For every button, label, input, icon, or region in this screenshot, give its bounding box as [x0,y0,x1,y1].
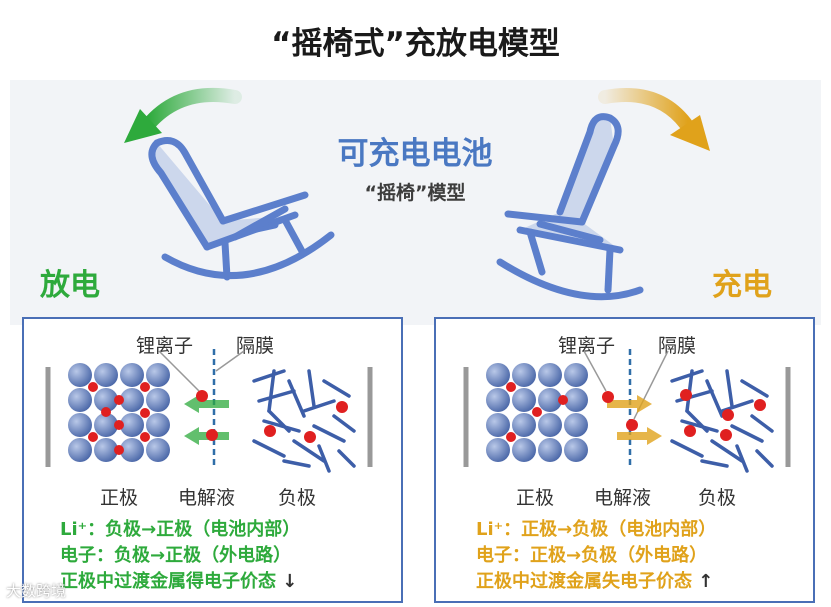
anode-graphite-stick [727,371,732,406]
cathode-sphere [68,388,92,412]
cathode-label: 正极 [100,483,138,510]
cathode-sphere [486,363,510,387]
anode-graphite-stick [672,371,702,381]
valence-change-label: 正极中过渡金属得电子价态 [60,571,276,592]
anode-graphite-stick [732,426,762,441]
lithium-ion [140,382,150,392]
valence-change-label: 正极中过渡金属失电子价态 [476,571,692,592]
electrolyte-label: 电解液 [594,483,651,510]
cathode-sphere [486,438,510,462]
lithium-ion [114,445,124,455]
lithium-ion [101,407,111,417]
anode-graphite-stick [284,461,309,466]
anode-graphite-stick [309,371,314,406]
center-main-label: 可充电电池 [250,128,580,173]
cathode-sphere [486,413,510,437]
cathode-sphere [512,438,536,462]
lithium-ion [506,382,516,392]
electrolyte-label: 电解液 [178,483,235,510]
cathode-sphere [146,413,170,437]
cathode-sphere [538,438,562,462]
anode-graphite-stick [752,416,772,431]
anode-graphite-stick [254,441,284,456]
cathode-sphere [146,438,170,462]
anode-label: 负极 [698,483,736,510]
cathode-sphere [512,388,536,412]
page-title: “摇椅式”充放电模型 [0,18,831,63]
cathode-sphere [564,438,588,462]
cathode-sphere [538,363,562,387]
lithium-ion [558,395,568,405]
lithium-ion [140,432,150,442]
cathode-sphere [120,363,144,387]
lithium-ion [532,407,542,417]
center-sub-label: “摇椅”模型 [250,178,580,205]
ion-direction-text: Li⁺：正极→负极（电池内部） [476,515,716,541]
cathode-sphere [94,363,118,387]
anode-graphite-stick [742,381,767,396]
cathode-sphere [68,413,92,437]
anode-graphite-stick [289,381,304,416]
charge-cell-diagram [436,319,817,479]
lithium-ion [114,395,124,405]
electron-direction-text: 电子：正极→负极（外电路） [476,541,707,567]
lithium-ion [506,432,516,442]
lithium-ion [88,382,98,392]
charge-panel: 锂离子 隔膜 正极 电解液 负极 Li⁺：正极→负极（电池内部） 电子：正极→负… [434,317,815,603]
anode-graphite-stick [254,371,284,381]
cathode-sphere [512,413,536,437]
anode-graphite-stick [259,391,294,401]
anode-graphite-stick [672,441,702,456]
cathode-sphere [146,388,170,412]
lithium-ion [114,420,124,430]
cathode-label: 正极 [516,483,554,510]
cathode-sphere [146,363,170,387]
anode-graphite-stick [324,381,349,396]
valence-change-text: 正极中过渡金属得电子价态 ↓ [60,567,297,593]
lithium-ion [88,432,98,442]
discharge-panel: 锂离子 隔膜 正极 电解液 负极 Li⁺：负极→正极（电池内部） 电子：负极→正… [22,317,403,603]
arrow-up-icon: ↑ [698,571,713,592]
cathode-sphere [512,363,536,387]
anode-graphite-stick [707,381,722,416]
discharge-cell-diagram [24,319,405,479]
charge-label: 充电 [712,260,772,304]
lithium-ion [140,408,150,418]
cathode-sphere [538,413,562,437]
cathode-sphere [564,413,588,437]
anode-graphite-stick [314,426,344,441]
cathode-sphere [486,388,510,412]
anode-graphite-stick [702,461,727,466]
cathode-sphere [68,438,92,462]
anode-graphite-stick [334,416,354,431]
anode-label: 负极 [278,483,316,510]
cathode-sphere [564,363,588,387]
watermark-logo: 大数跨境 [6,580,66,601]
anode-graphite-stick [757,451,772,466]
electron-direction-text: 电子：负极→正极（外电路） [60,541,291,567]
ion-direction-text: Li⁺：负极→正极（电池内部） [60,515,300,541]
anode-graphite-stick [339,451,354,466]
discharge-label: 放电 [40,260,100,304]
anode-graphite-stick [304,401,334,411]
arrow-down-icon: ↓ [282,571,297,592]
cathode-sphere [68,363,92,387]
valence-change-text: 正极中过渡金属失电子价态 ↑ [476,567,713,593]
